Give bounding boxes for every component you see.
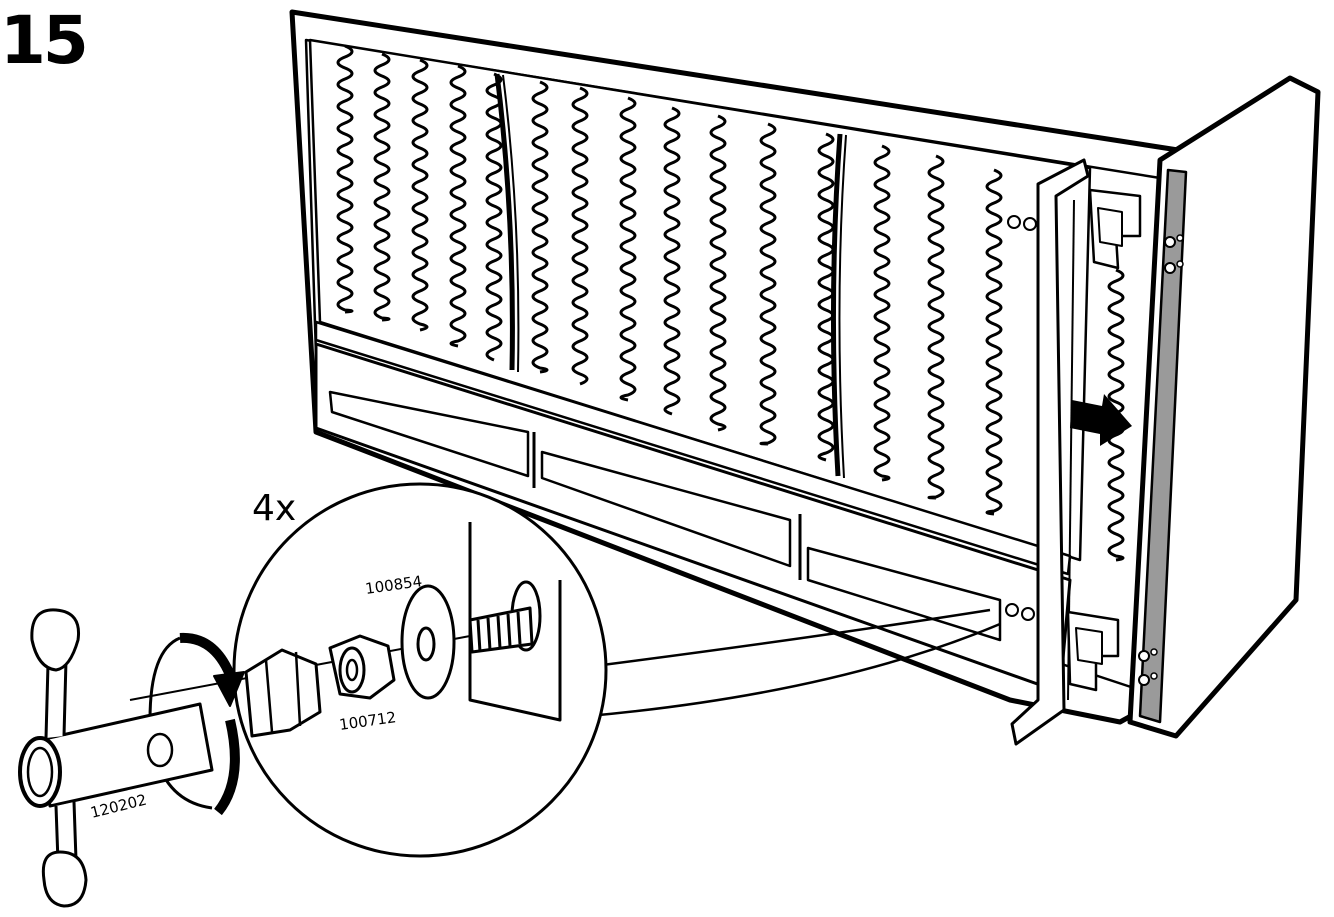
wrench-tool-icon	[18, 608, 214, 908]
spring-13	[873, 144, 891, 482]
step-number: 15	[0, 2, 89, 79]
spring-12	[817, 132, 835, 462]
spring-3	[411, 58, 429, 332]
detail-callout	[18, 482, 1001, 908]
sofa-frame-illustration	[289, 9, 1321, 746]
spring-9	[663, 106, 681, 416]
spring-1	[336, 44, 354, 314]
spring-7	[571, 86, 589, 386]
quantity-label: 4x	[252, 488, 296, 529]
spring-4	[449, 64, 467, 348]
spring-11	[759, 122, 777, 446]
spring-5	[485, 72, 503, 362]
spring-6	[531, 80, 549, 374]
bolt-icon	[468, 606, 534, 654]
spring-2	[373, 52, 391, 322]
spring-15	[985, 168, 1003, 516]
arrow-right-icon	[1070, 394, 1132, 446]
spring-10	[709, 114, 727, 432]
spring-8	[619, 96, 637, 402]
washer-icon	[400, 584, 456, 700]
spring-row	[336, 44, 1125, 562]
spring-14	[927, 154, 945, 500]
nut-icon	[328, 634, 396, 700]
